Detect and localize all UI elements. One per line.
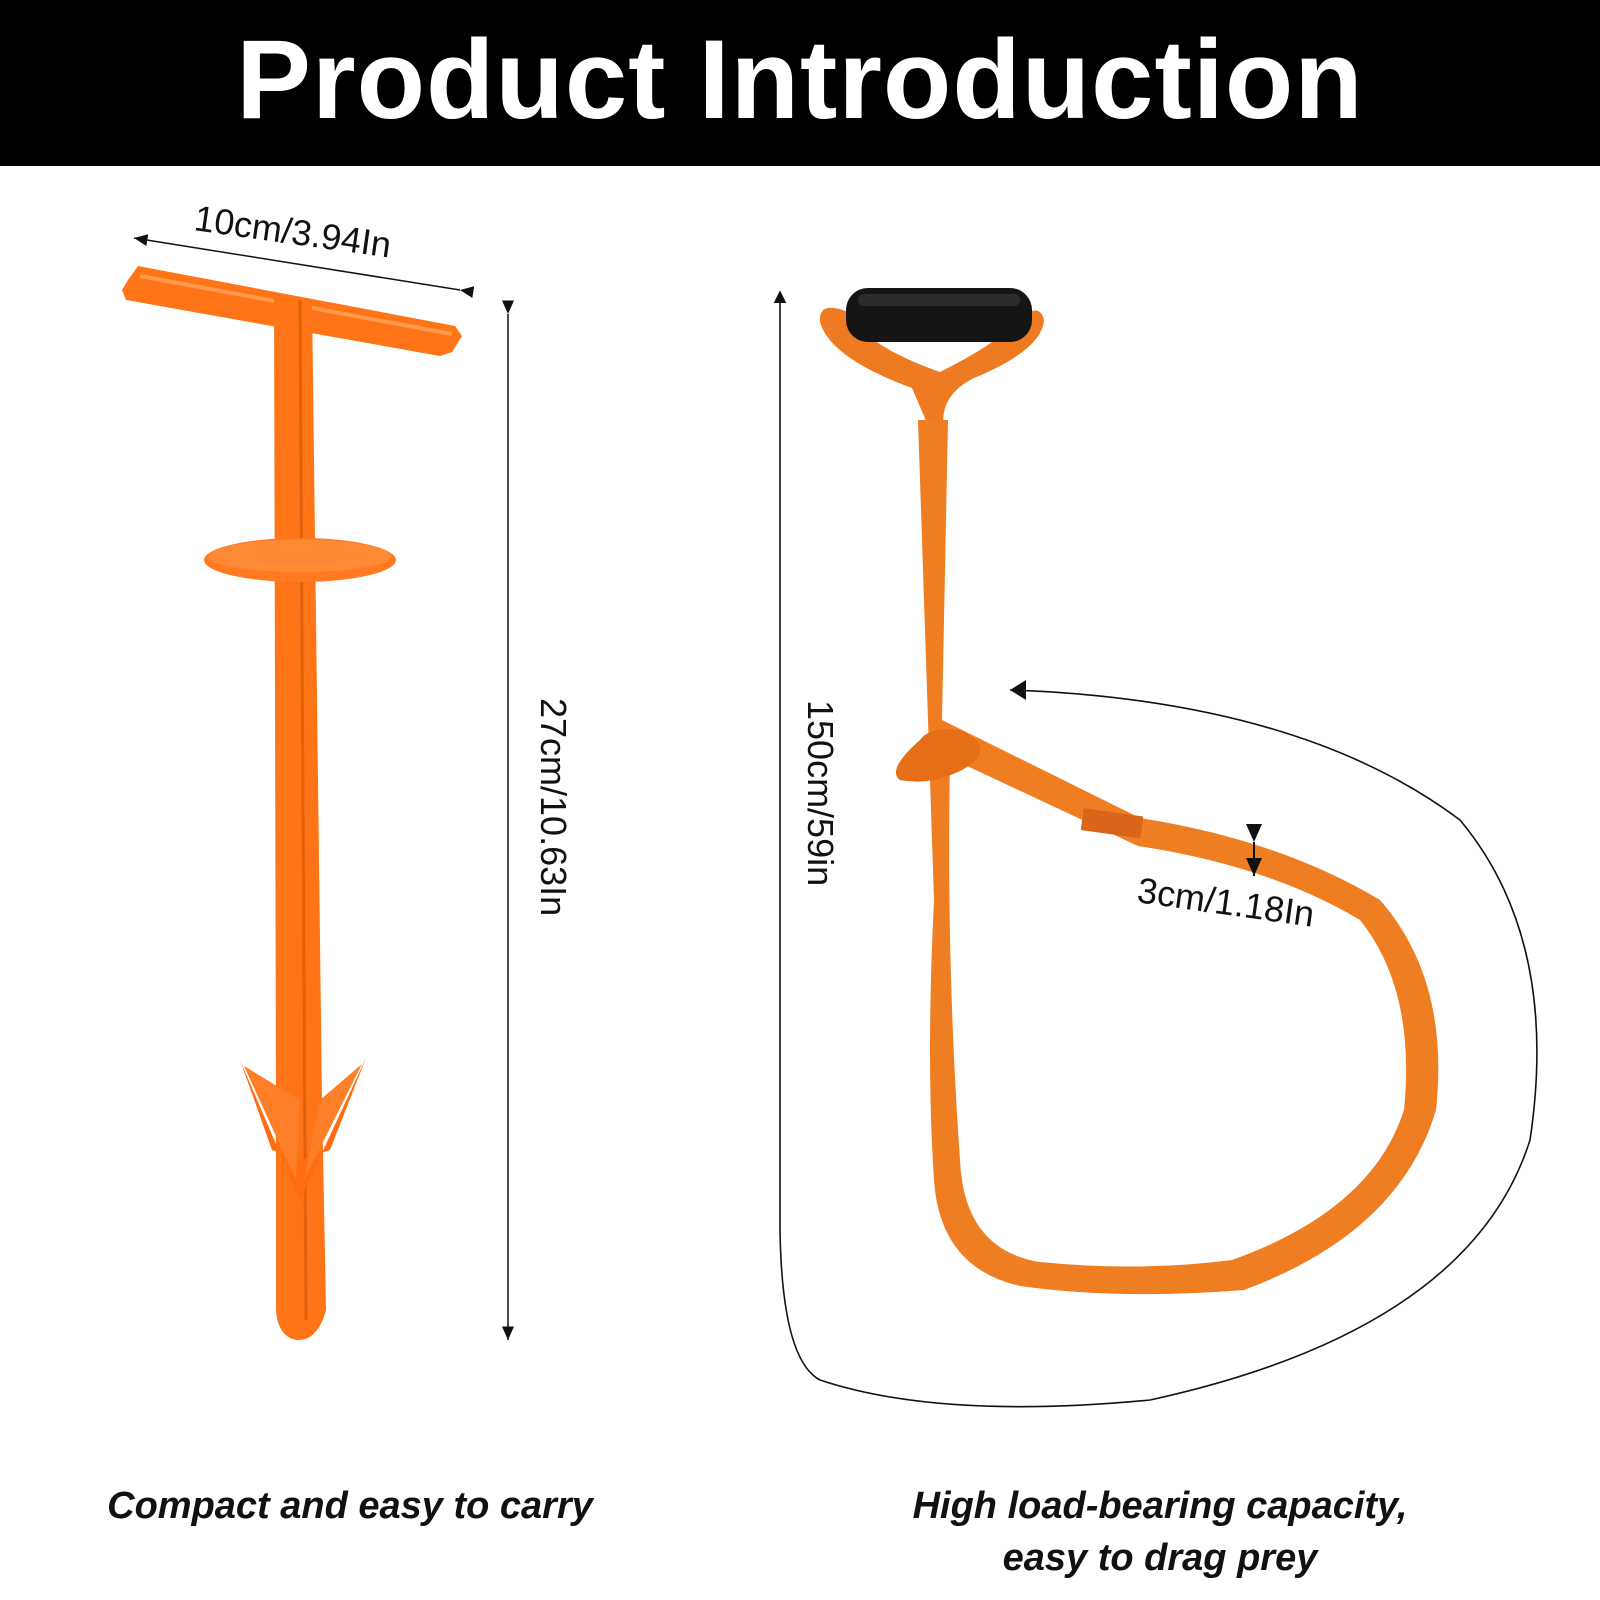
strap-caption: High load-bearing capacity, easy to drag… [820,1480,1500,1584]
strap-body [918,420,1439,1295]
ground-stake [122,266,462,1340]
stake-caption: Compact and easy to carry [107,1485,593,1527]
strap-stitch-patch [1080,808,1144,839]
strap-caption-line2: easy to drag prey [1002,1537,1318,1579]
stake-width-dimension [133,234,475,299]
strap-caption-line1: High load-bearing capacity, [912,1485,1408,1527]
stake-length-label: 27cm/10.63In [533,698,574,916]
strap-length-dimension [773,290,1538,1408]
stake-width-label: 10cm/3.94In [192,197,394,265]
strap-length-label: 150cm/59in [800,700,841,886]
drag-strap [819,288,1439,1295]
strap-knot [895,729,981,782]
title-banner: Product Introduction [0,0,1600,166]
page-title: Product Introduction [236,17,1364,142]
stake-barbs [240,1058,366,1200]
